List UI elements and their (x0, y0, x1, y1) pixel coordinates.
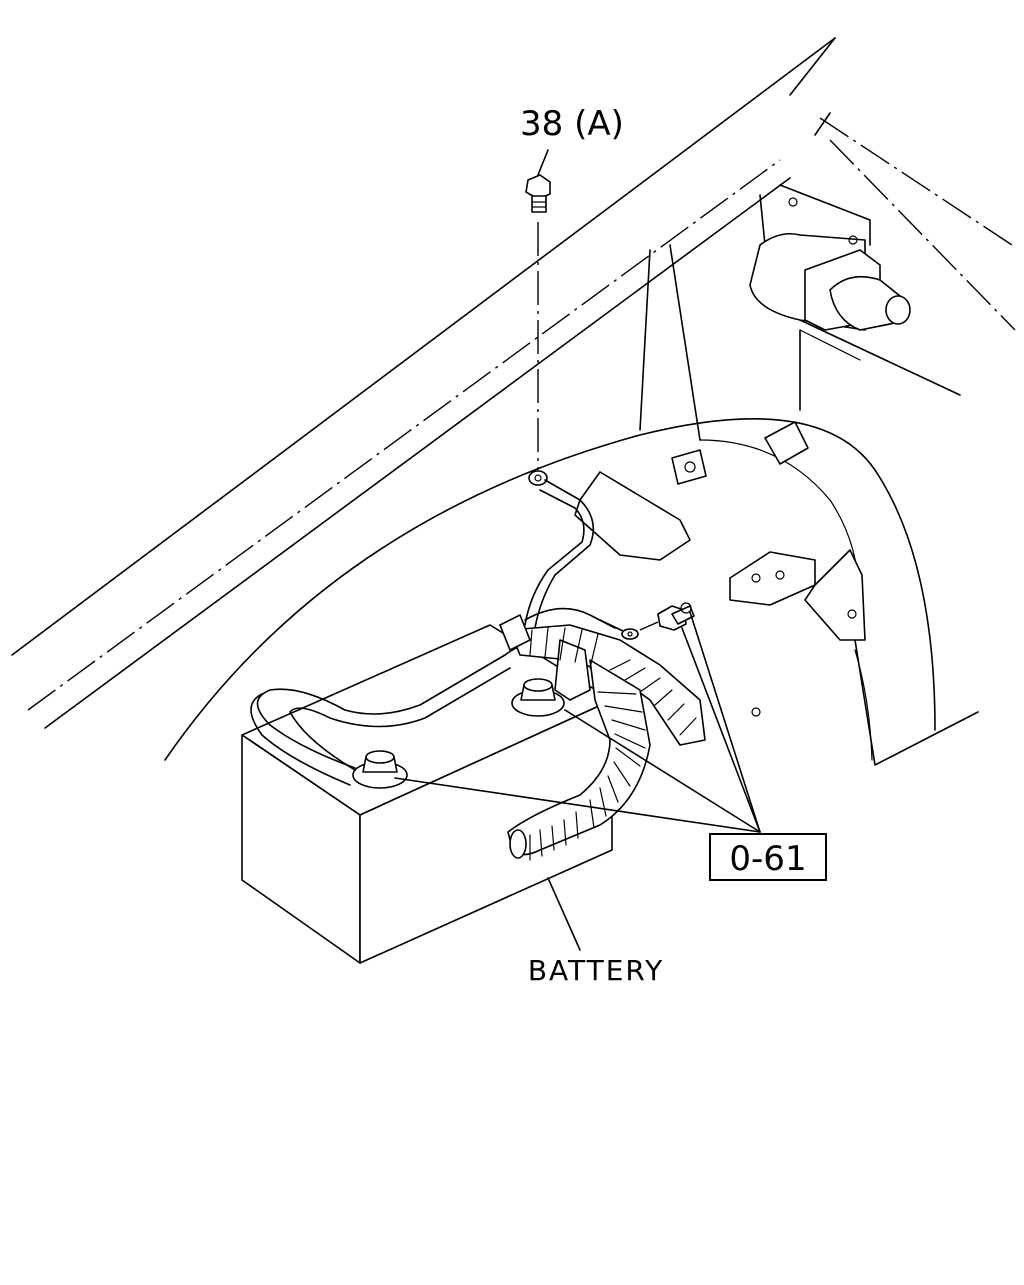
wiper-motor (749, 197, 911, 331)
cable-clip (499, 607, 659, 651)
battery-terminal-negative (511, 678, 565, 717)
battery-label: BATTERY (528, 954, 664, 987)
inner-fender (164, 184, 979, 766)
battery-body (241, 624, 613, 964)
wire-harness (507, 624, 706, 861)
battery-cable (250, 642, 541, 786)
hood-panel (11, 37, 1016, 729)
battery-ref-callout: 0-61 (709, 833, 827, 881)
battery-terminal-positive (352, 750, 408, 789)
ground-strap (524, 479, 595, 629)
harness-bolt (657, 602, 695, 631)
bolt-callout-label: 38 (A) (520, 104, 624, 144)
leader-lines (394, 611, 761, 951)
battery-ref-label: 0-61 (729, 839, 806, 879)
ground-bolt (525, 149, 551, 486)
